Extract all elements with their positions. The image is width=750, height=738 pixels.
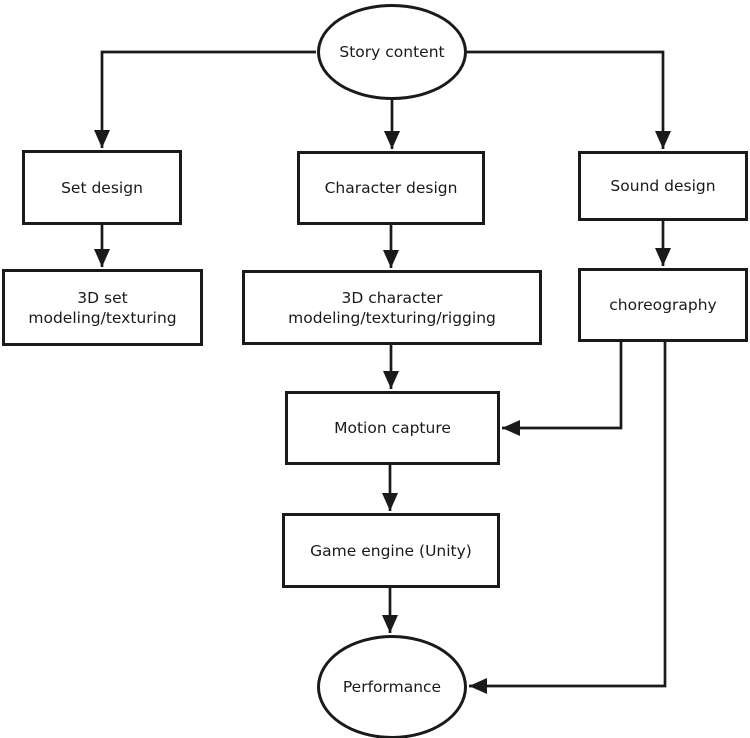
node-label: choreography — [609, 296, 717, 314]
node-label: Character design — [324, 179, 458, 197]
node-label-line2: modeling/texturing — [28, 308, 177, 327]
node-game-engine-unity: Game engine (Unity) — [282, 513, 500, 588]
node-3d-set-modeling-texturing: 3D set modeling/texturing — [2, 269, 203, 346]
edge-story-to-sound-design — [466, 50, 671, 149]
node-3d-character-modeling-texturing-rigging: 3D character modeling/texturing/rigging — [242, 270, 542, 345]
edge-choreography-to-performance — [469, 341, 667, 694]
node-label-line1: 3D character — [341, 288, 443, 307]
node-label-line1: 3D set — [77, 288, 128, 307]
node-sound-design: Sound design — [578, 151, 748, 221]
node-label: Story content — [339, 43, 445, 61]
node-label: Performance — [342, 678, 442, 696]
node-set-design: Set design — [22, 150, 182, 225]
node-choreography: choreography — [578, 268, 748, 342]
node-label: Motion capture — [334, 419, 451, 437]
node-motion-capture: Motion capture — [285, 391, 500, 465]
node-performance: Performance — [317, 635, 467, 738]
node-label-line2: modeling/texturing/rigging — [288, 308, 496, 327]
node-label: Set design — [61, 178, 143, 197]
edge-choreography-to-motion-capture — [502, 341, 623, 436]
edge-story-to-set-design — [94, 50, 316, 148]
node-character-design: Character design — [297, 151, 485, 225]
node-story-content: Story content — [317, 4, 467, 100]
node-label: Sound design — [610, 177, 716, 195]
node-label: Game engine (Unity) — [310, 541, 472, 560]
